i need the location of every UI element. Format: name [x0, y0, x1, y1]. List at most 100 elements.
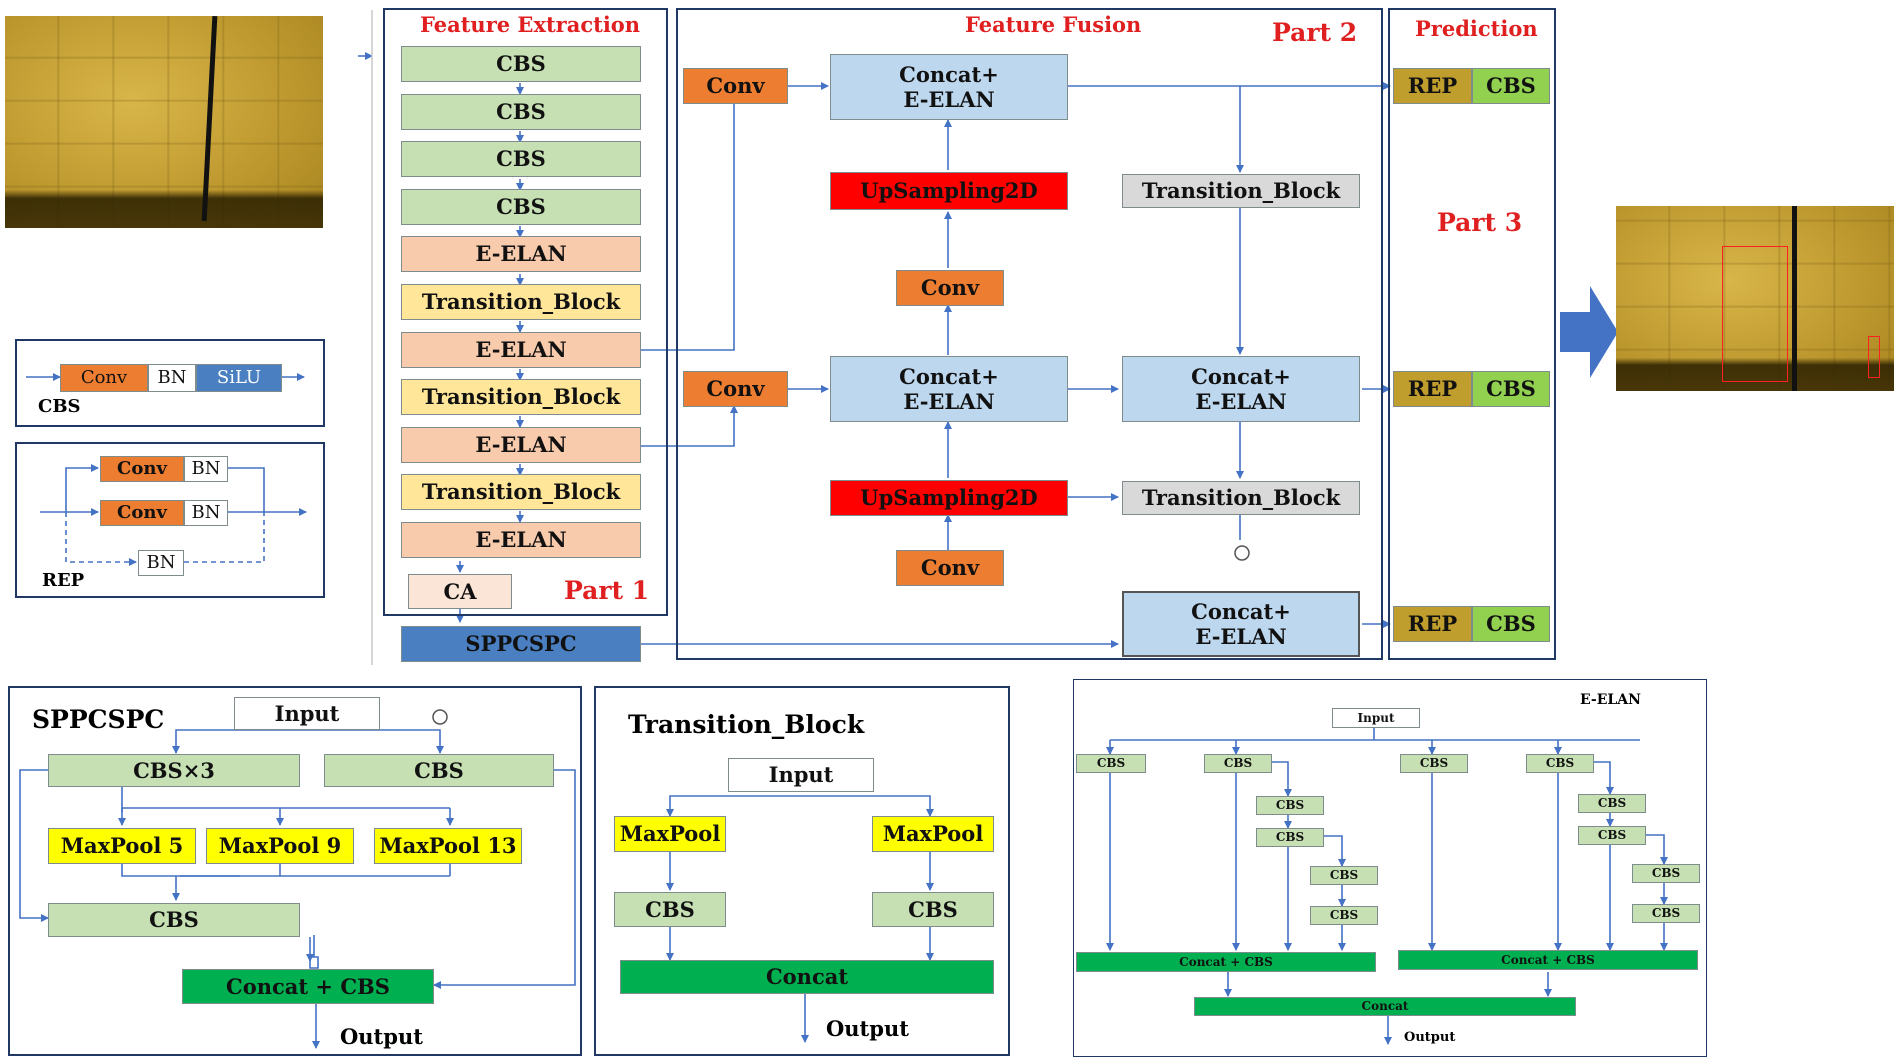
eelan-cbs-10: CBS [1632, 864, 1700, 883]
sppcspc-detail-title: SPPCSPC [32, 705, 165, 734]
fusion-conv-top: Conv [683, 68, 788, 104]
backbone-block-4: E-ELAN [401, 236, 641, 272]
detection-box-small [1868, 336, 1880, 378]
backbone-block-2: CBS [401, 141, 641, 177]
fusion-concat-mid-line2: E-ELAN [903, 389, 995, 414]
legend-rep-conv-2: Conv [100, 500, 184, 526]
eelan-cbs-8: CBS [1578, 794, 1646, 813]
eelan-detail-title: E-ELAN [1580, 692, 1641, 708]
fusion-concat-right: Concat+ E-ELAN [1122, 356, 1360, 422]
eelan-concat: Concat [1194, 997, 1576, 1016]
fusion-concat-mid: Concat+ E-ELAN [830, 356, 1068, 422]
part3-label: Part 3 [1437, 208, 1523, 237]
eelan-cbs-6: CBS [1310, 866, 1378, 885]
eelan-cbs-11: CBS [1632, 904, 1700, 923]
eelan-cbs-0: CBS [1076, 754, 1146, 773]
legend-rep-panel [15, 442, 325, 598]
backbone-block-5: Transition_Block [401, 284, 641, 320]
sppcspc-cbs3: CBS×3 [48, 754, 300, 787]
sppcspc-input: Input [234, 697, 380, 730]
fusion-concat-top: Concat+ E-ELAN [830, 54, 1068, 120]
transition-cbs-right: CBS [872, 892, 994, 927]
feature-extraction-title: Feature Extraction [420, 12, 641, 37]
prediction-cbs-1: CBS [1472, 371, 1550, 407]
fusion-concat-bottom-line2: E-ELAN [1195, 624, 1287, 649]
transition-detail-panel [594, 686, 1010, 1056]
eelan-output: Output [1404, 1030, 1456, 1045]
eelan-cbs-3: CBS [1526, 754, 1594, 773]
transition-cbs-left: CBS [614, 892, 726, 927]
eelan-input: Input [1332, 708, 1420, 728]
sppcspc-maxpool5: MaxPool 5 [48, 828, 196, 864]
backbone-block-7: Transition_Block [401, 379, 641, 415]
eelan-cbs-5: CBS [1256, 828, 1324, 847]
eelan-concat-cbs-left: Concat + CBS [1076, 952, 1376, 972]
legend-rep-bn-3: BN [138, 550, 184, 576]
prediction-rep-1: REP [1393, 371, 1472, 407]
part1-label: Part 1 [564, 576, 650, 605]
eelan-cbs-1: CBS [1204, 754, 1272, 773]
sppcspc-cbs-lower: CBS [48, 903, 300, 937]
sppcspc-detail-panel [8, 686, 582, 1056]
legend-rep-label: REP [42, 570, 85, 591]
sppcspc-block: SPPCSPC [401, 626, 641, 662]
legend-cbs-bn: BN [148, 364, 196, 392]
sppcspc-cbs[interactable]: CBS [324, 754, 554, 787]
fusion-conv-bottom: Conv [896, 550, 1004, 586]
eelan-detail-panel [1073, 679, 1707, 1057]
backbone-block-0: CBS [401, 46, 641, 82]
transition-maxpool-left: MaxPool [614, 816, 726, 852]
big-arrow [1560, 286, 1618, 378]
fusion-concat-top-line1: Concat+ [899, 61, 999, 87]
backbone-block-3: CBS [401, 189, 641, 225]
fusion-upsample-2: UpSampling2D [830, 480, 1068, 516]
sppcspc-maxpool9: MaxPool 9 [206, 828, 354, 864]
legend-rep-conv-1: Conv [100, 456, 184, 482]
fusion-concat-mid-line1: Concat+ [899, 363, 999, 389]
feature-fusion-panel [676, 8, 1383, 660]
prediction-cbs-0: CBS [1472, 68, 1550, 104]
legend-rep-bn-2: BN [184, 500, 228, 526]
fusion-concat-bottom-line1: Concat+ [1191, 598, 1291, 624]
prediction-rep-2: REP [1393, 606, 1472, 642]
fusion-concat-bottom[interactable]: Concat+ E-ELAN [1122, 591, 1360, 657]
backbone-block-6: E-ELAN [401, 332, 641, 368]
feature-extraction-panel [383, 8, 668, 616]
part2-label: Part 2 [1272, 18, 1358, 47]
fusion-concat-right-line2: E-ELAN [1195, 389, 1287, 414]
transition-output: Output [826, 1016, 909, 1041]
input-image [5, 16, 323, 228]
prediction-title: Prediction [1415, 16, 1538, 41]
output-image [1616, 206, 1894, 391]
fusion-conv-mid: Conv [896, 270, 1004, 306]
backbone-block-8: E-ELAN [401, 427, 641, 463]
legend-rep-bn-1: BN [184, 456, 228, 482]
prediction-rep-0: REP [1393, 68, 1472, 104]
eelan-cbs-7: CBS [1310, 906, 1378, 925]
backbone-block-1: CBS [401, 94, 641, 130]
feature-fusion-title: Feature Fusion [965, 12, 1142, 37]
transition-input: Input [728, 758, 874, 792]
backbone-block-9: Transition_Block [401, 474, 641, 510]
legend-cbs-silu: SiLU [196, 364, 282, 392]
fusion-concat-top-line2: E-ELAN [903, 87, 995, 112]
fusion-transition-bottom: Transition_Block [1122, 481, 1360, 515]
fusion-upsample-1: UpSampling2D [830, 172, 1068, 210]
transition-detail-title: Transition_Block [628, 710, 865, 739]
sppcspc-concat: Concat + CBS [182, 969, 434, 1004]
eelan-cbs-2: CBS [1400, 754, 1468, 773]
eelan-concat-cbs-right: Concat + CBS [1398, 950, 1698, 970]
fusion-conv-left2: Conv [683, 371, 788, 407]
eelan-cbs-4: CBS [1256, 796, 1324, 815]
backbone-block-10: E-ELAN [401, 522, 641, 558]
sppcspc-maxpool13: MaxPool 13 [374, 828, 522, 864]
prediction-panel [1388, 8, 1556, 660]
prediction-cbs-2: CBS [1472, 606, 1550, 642]
legend-cbs-label: CBS [38, 396, 81, 417]
transition-concat: Concat [620, 960, 994, 994]
transition-maxpool-right: MaxPool [872, 816, 994, 852]
fusion-transition-top: Transition_Block [1122, 174, 1360, 208]
legend-cbs-panel [15, 339, 325, 427]
